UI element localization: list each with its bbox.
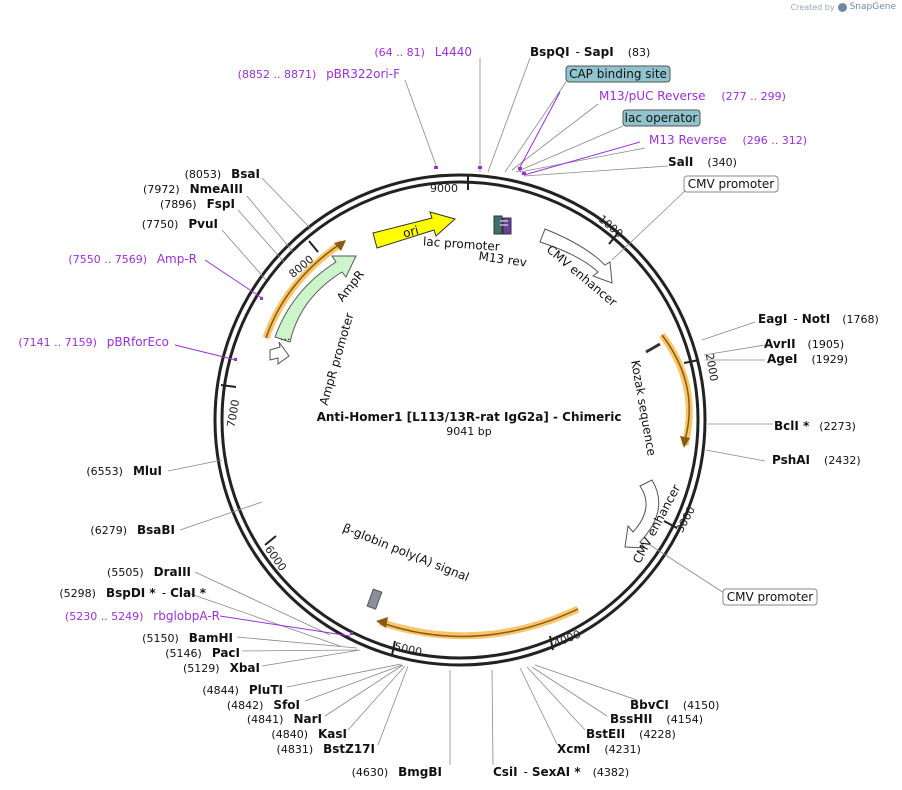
site-bspdi-clai[interactable]: (5298)BspDI *-ClaI * <box>59 586 206 600</box>
site-draiii[interactable]: (5505)DraIII <box>107 565 191 579</box>
site-eagi-noti[interactable]: EagI-NotI(1768) <box>758 312 879 326</box>
site-mlui[interactable]: (6553)MluI <box>86 464 162 478</box>
site-bbvci[interactable]: BbvCI(4150) <box>630 698 719 712</box>
feature-label-m13-rev: M13 rev <box>478 249 528 270</box>
feature-kozak-marker <box>645 342 661 354</box>
feature-lac-markers <box>493 215 512 235</box>
feature-orf-highlight-bottom[interactable] <box>376 605 580 640</box>
feature-label-ampr-ellipsis: ... <box>280 330 291 343</box>
site-sfoi[interactable]: (4842)SfoI <box>227 698 300 712</box>
site-xbai[interactable]: (5129)XbaI <box>183 661 260 675</box>
feature-label-ampr-promoter: AmpR promoter <box>317 311 357 407</box>
box-cmv-promoter-top[interactable]: CMV promoter <box>683 175 779 193</box>
box-cmv-promoter-bottom[interactable]: CMV promoter <box>722 588 818 606</box>
site-pshai[interactable]: PshAI(2432) <box>772 453 861 467</box>
tick-label-4000: 4000 <box>552 628 583 651</box>
site-fspi[interactable]: (7896)FspI <box>160 197 235 211</box>
svg-text:CAP binding site: CAP binding site <box>569 67 667 81</box>
feature-orf-highlight-left[interactable] <box>262 240 346 340</box>
backbone <box>213 173 707 667</box>
site-bsai[interactable]: (8053)BsaI <box>185 167 260 181</box>
site-bsteii[interactable]: BstEII(4228) <box>586 727 676 741</box>
tick-5000 <box>391 640 396 656</box>
site-bmgbi[interactable]: (4630)BmgBI <box>352 765 442 779</box>
tick-6000 <box>264 535 277 546</box>
snapgene-watermark: Created by SnapGene <box>791 2 896 12</box>
site-pluti[interactable]: (4844)PluTI <box>202 683 283 697</box>
site-xcmi[interactable]: XcmI(4231) <box>557 742 641 756</box>
feature-label-beta-globin: β-globin poly(A) signal <box>341 521 471 585</box>
site-pvui[interactable]: (7750)PvuI <box>142 217 218 231</box>
svg-text:CMV promoter: CMV promoter <box>688 177 775 191</box>
svg-text:lac operator: lac operator <box>625 111 698 125</box>
tick-label-2000: 2000 <box>703 352 721 382</box>
svg-text:CMV promoter: CMV promoter <box>727 590 814 604</box>
site-bcli[interactable]: BclI *(2273) <box>774 419 856 433</box>
site-bsshii[interactable]: BssHII(4154) <box>610 712 703 726</box>
site-bstz17i[interactable]: (4831)BstZ17I <box>277 742 375 756</box>
plasmid-size: 9041 bp <box>446 425 491 438</box>
site-paci[interactable]: (5146)PacI <box>165 646 240 660</box>
feature-cmv-enhancer-top[interactable]: CMV enhancer <box>539 228 620 309</box>
primer-rbglobpa-r: (5230 .. 5249) rbglobpA-R <box>65 609 220 623</box>
primer-pbrforeco: (7141 .. 7159) pBRforEco <box>18 335 169 349</box>
primer-l4440: (64 .. 81) L4440 <box>374 45 472 59</box>
primer-pbr322ori-f: (8852 .. 8871) pBR322ori-F <box>238 67 400 81</box>
feature-label-lac-promoter: lac promoter <box>423 234 501 253</box>
tick-2000 <box>683 359 700 364</box>
site-sali[interactable]: SalI(340) <box>668 155 737 169</box>
tick-label-9000: 9000 <box>430 182 458 195</box>
site-bspqi-sapi[interactable]: BspQI-SapI(83) <box>530 45 650 59</box>
box-lac-operator[interactable]: lac operator <box>622 109 701 127</box>
feature-ori[interactable]: ori <box>372 211 457 249</box>
tick-3000 <box>663 520 678 529</box>
site-kasi[interactable]: (4840)KasI <box>271 727 347 741</box>
site-agei[interactable]: AgeI(1929) <box>767 352 848 366</box>
feature-label-kozak: Kozak sequence <box>628 359 659 457</box>
box-cap-binding-site[interactable]: CAP binding site <box>565 65 671 83</box>
tick-label-7000: 7000 <box>225 399 243 429</box>
created-by-text: Created by <box>790 2 835 12</box>
snapgene-logo-icon <box>837 2 847 12</box>
site-avrii[interactable]: AvrII(1905) <box>764 337 844 351</box>
primer-m13-reverse: M13 Reverse (296 .. 312) <box>649 133 807 147</box>
site-csii-sexai[interactable]: CsiI-SexAI *(4382) <box>493 765 629 779</box>
primer-m13-puc-reverse: M13/pUC Reverse (277 .. 299) <box>599 89 786 103</box>
tick-label-5000: 5000 <box>393 640 423 659</box>
primer-amp-r: (7550 .. 7569) Amp-R <box>68 252 197 266</box>
site-bamhi[interactable]: (5150)BamHI <box>142 631 233 645</box>
connector-lines <box>167 57 773 766</box>
tick-7000 <box>220 384 237 388</box>
feature-label-ori: ori <box>402 223 421 240</box>
tick-4000 <box>549 635 554 651</box>
tick-8000 <box>308 240 319 253</box>
plasmid-title: Anti-Homer1 [L113/13R-rat IgG2a] - Chime… <box>317 410 622 424</box>
feature-beta-globin-marker <box>366 588 383 610</box>
tick-1000 <box>608 232 619 245</box>
snapgene-brand: SnapGene <box>849 2 896 12</box>
feature-orf-highlight-right[interactable] <box>659 332 693 448</box>
site-nmeaiii[interactable]: (7972)NmeAIII <box>143 182 243 196</box>
primer-markers <box>234 166 526 635</box>
site-bsabi[interactable]: (6279)BsaBI <box>90 523 175 537</box>
site-nari[interactable]: (4841)NarI <box>247 712 322 726</box>
